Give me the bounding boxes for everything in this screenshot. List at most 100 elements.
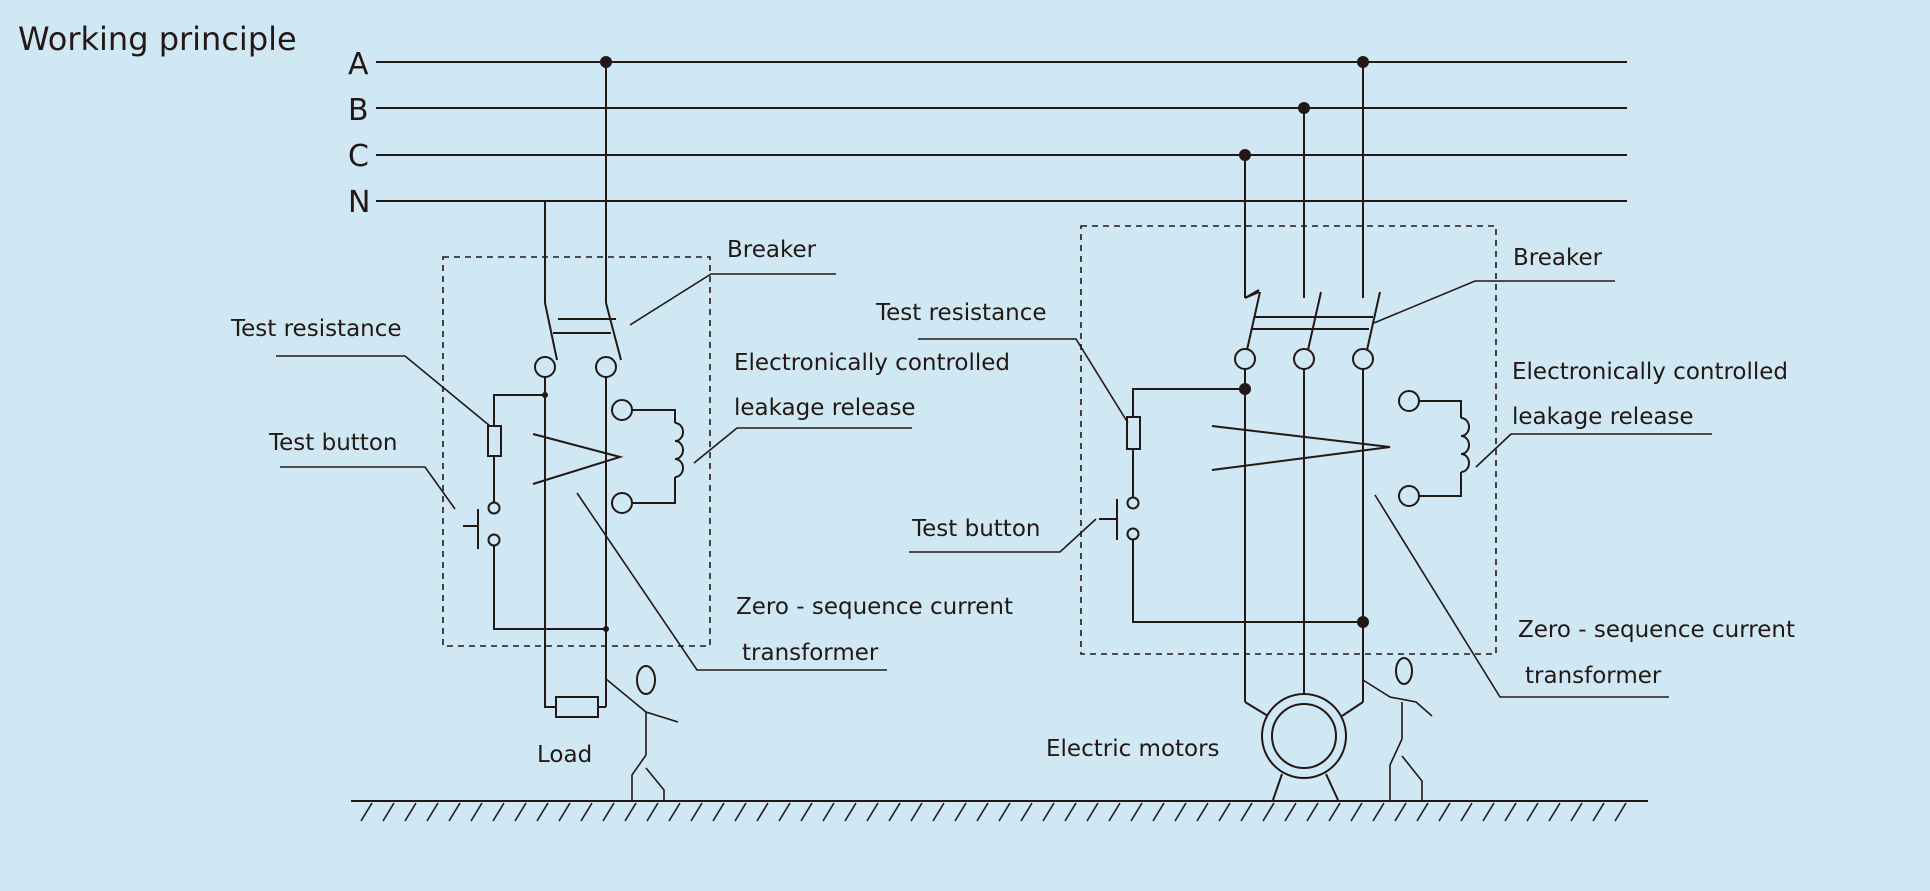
ground-symbol — [351, 800, 1648, 822]
load-label: Load — [537, 742, 592, 768]
bus-label-n: N — [348, 185, 370, 220]
left-leakage-release — [611, 399, 684, 514]
test-resistance-leader — [276, 355, 491, 427]
page-title: Working principle — [18, 20, 297, 58]
test-button-leader — [909, 518, 1097, 553]
ground-hatch — [910, 802, 923, 822]
left-zero-sequence-ct — [532, 433, 624, 485]
ground-hatch — [800, 802, 813, 822]
ground-hatch — [1460, 802, 1473, 822]
zsct-leader — [576, 492, 887, 671]
ground-hatch — [646, 802, 659, 822]
ground-hatch — [1416, 802, 1429, 822]
right-test-circuit — [1099, 383, 1369, 628]
ground-hatch — [1086, 802, 1099, 822]
ground-hatch — [1218, 802, 1231, 822]
ground-hatch — [1042, 802, 1055, 822]
right-breaker-switch — [1234, 289, 1381, 370]
motor-inner — [1271, 703, 1337, 769]
ground-hatch — [448, 802, 461, 822]
ground-hatch — [822, 802, 835, 822]
ground-hatch — [844, 802, 857, 822]
left-circuit: Breaker Test resistance Test button Elec… — [230, 56, 1013, 800]
right-release-label-1: Electronically controlled — [1512, 359, 1788, 385]
ground-hatch — [1570, 802, 1583, 822]
ground-hatch — [1328, 802, 1341, 822]
ground-hatch — [1526, 802, 1539, 822]
ground-hatch — [888, 802, 901, 822]
ground-hatch — [1438, 802, 1451, 822]
ground-hatch — [1174, 802, 1187, 822]
right-leakage-release — [1398, 390, 1470, 507]
ground-hatch — [1262, 802, 1275, 822]
ground-hatch — [1350, 802, 1363, 822]
left-breaker-label: Breaker — [727, 237, 817, 263]
left-release-label-2: leakage release — [734, 395, 916, 421]
ground-hatch — [536, 802, 549, 822]
ground-hatch — [690, 802, 703, 822]
ground-hatch — [382, 802, 395, 822]
ground-hatch — [602, 802, 615, 822]
release-leader — [1475, 433, 1712, 468]
zsct-leader — [1374, 494, 1669, 698]
left-zsct-label-1: Zero - sequence current — [736, 594, 1013, 620]
ground-hatch — [1284, 802, 1297, 822]
left-person-icon — [605, 665, 679, 800]
ground-hatch — [778, 802, 791, 822]
bus-lines: A B C N — [348, 47, 1627, 220]
ground-hatch — [1196, 802, 1209, 822]
ground-hatch — [734, 802, 747, 822]
breaker-leader — [1373, 280, 1615, 324]
motor-label: Electric motors — [1046, 736, 1220, 762]
release-leader — [693, 427, 912, 464]
ground-hatch — [404, 802, 417, 822]
left-test-button-label: Test button — [268, 430, 397, 456]
left-load — [544, 696, 606, 718]
bus-label-b: B — [348, 93, 369, 128]
ground-hatch — [998, 802, 1011, 822]
ground-hatch — [1482, 802, 1495, 822]
ground-hatch — [558, 802, 571, 822]
ground-hatch — [976, 802, 989, 822]
right-circuit: Breaker Test resistance Test button Elec… — [875, 56, 1795, 801]
ground-hatch — [624, 802, 637, 822]
left-zsct-label-2: transformer — [742, 640, 879, 666]
ground-hatch — [668, 802, 681, 822]
ground-hatch — [1306, 802, 1319, 822]
ground-hatch — [1152, 802, 1165, 822]
left-breaker-enclosure — [442, 256, 711, 647]
ground-hatch — [360, 802, 373, 822]
electric-motor — [1244, 693, 1364, 801]
right-breaker-enclosure — [1080, 225, 1497, 655]
bus-label-c: C — [348, 139, 369, 174]
ground-hatch — [1394, 802, 1407, 822]
right-person-icon — [1362, 657, 1433, 800]
ground-hatch — [492, 802, 505, 822]
breaker-leader — [629, 273, 712, 326]
right-test-resistance-label: Test resistance — [875, 300, 1047, 326]
ground-hatch — [1372, 802, 1385, 822]
right-zsct-label-1: Zero - sequence current — [1518, 617, 1795, 643]
test-resistance-leader — [918, 338, 1129, 424]
ground-hatch — [1064, 802, 1077, 822]
right-release-label-2: leakage release — [1512, 404, 1694, 430]
test-resistor — [487, 425, 502, 457]
test-button-leader — [280, 466, 456, 510]
ground-hatch — [1592, 802, 1605, 822]
right-zero-sequence-ct — [1211, 425, 1391, 471]
ground-hatch — [580, 802, 593, 822]
ground-hatch — [470, 802, 483, 822]
left-release-label-1: Electronically controlled — [734, 350, 1010, 376]
motor-outer — [1261, 693, 1347, 779]
ground-hatch — [1614, 802, 1627, 822]
ground-hatch — [514, 802, 527, 822]
ground-hatch — [1130, 802, 1143, 822]
right-breaker-label: Breaker — [1513, 245, 1603, 271]
left-test-circuit — [463, 392, 609, 632]
ground-hatch — [712, 802, 725, 822]
right-zsct-label-2: transformer — [1525, 663, 1662, 689]
ground-hatch — [756, 802, 769, 822]
load-resistor — [555, 696, 599, 718]
ground-hatch — [1020, 802, 1033, 822]
ground-hatch — [426, 802, 439, 822]
